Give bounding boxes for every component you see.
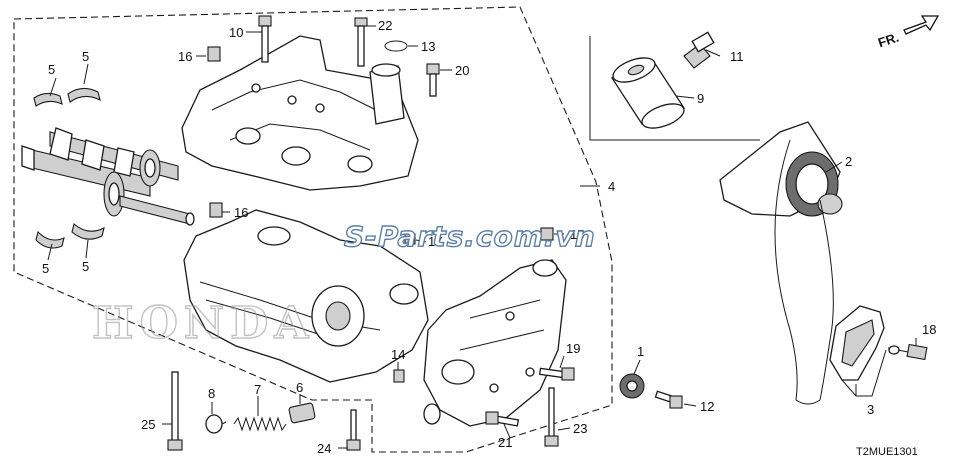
site-watermark: S-Parts.com.vn bbox=[344, 220, 596, 253]
callout-5-c: 5 bbox=[42, 261, 49, 276]
callout-22: 22 bbox=[378, 18, 392, 33]
callout-15: 15 bbox=[570, 227, 584, 242]
dowel-14 bbox=[393, 369, 405, 383]
assembly-boundary bbox=[13, 6, 613, 453]
relief-spring bbox=[233, 416, 287, 432]
upper-balancer-housing bbox=[181, 35, 419, 191]
callout-24: 24 bbox=[317, 441, 331, 456]
callout-4: 4 bbox=[608, 179, 615, 194]
bolt-21 bbox=[485, 411, 520, 427]
bolt-12 bbox=[654, 390, 683, 409]
bolt-23 bbox=[544, 387, 559, 447]
bolt-24 bbox=[346, 409, 361, 451]
brand-watermark: HONDA bbox=[92, 298, 314, 349]
tensioner-bolt bbox=[887, 343, 928, 361]
lower-balancer-housing bbox=[183, 209, 429, 383]
bearing-shell-upper-left bbox=[33, 87, 101, 107]
oil-filter bbox=[611, 57, 685, 129]
bolt-long-25 bbox=[167, 371, 183, 451]
bolt-10 bbox=[258, 15, 272, 63]
callout-13: 13 bbox=[421, 39, 435, 54]
bolt-20 bbox=[426, 63, 440, 97]
bolt-19 bbox=[538, 367, 575, 381]
callout-6: 6 bbox=[296, 380, 303, 395]
callout-5-a: 5 bbox=[82, 49, 89, 64]
balancer-shafts bbox=[21, 127, 195, 226]
callout-23: 23 bbox=[573, 421, 587, 436]
callout-9: 9 bbox=[697, 91, 704, 106]
callout-17: 17 bbox=[428, 234, 442, 249]
chain-tensioner bbox=[829, 305, 885, 381]
dowel-17 bbox=[404, 233, 416, 245]
callout-1: 1 bbox=[637, 344, 644, 359]
callout-8: 8 bbox=[208, 386, 215, 401]
oil-pump-body bbox=[423, 259, 567, 427]
dowel-15 bbox=[540, 227, 554, 241]
bolt-22 bbox=[354, 17, 368, 67]
leader-lines bbox=[47, 25, 917, 449]
callout-20: 20 bbox=[455, 63, 469, 78]
oil-pump-gear bbox=[619, 373, 645, 399]
dowel-16-upper bbox=[207, 46, 221, 62]
diagram-code: T2MUE1301 bbox=[856, 446, 918, 458]
oring-13 bbox=[384, 40, 408, 52]
callout-18: 18 bbox=[922, 322, 936, 337]
front-direction-arrow: FR. bbox=[876, 15, 940, 51]
callout-3: 3 bbox=[867, 402, 874, 417]
front-arrow-icon bbox=[903, 15, 940, 35]
balancer-chain-sprocket bbox=[719, 121, 843, 405]
callout-16-upper: 16 bbox=[178, 49, 192, 64]
relief-valve-parts bbox=[205, 402, 316, 434]
callout-7: 7 bbox=[254, 382, 261, 397]
callout-19: 19 bbox=[566, 341, 580, 356]
callout-10: 10 bbox=[229, 25, 243, 40]
oil-filter-bracket bbox=[589, 36, 760, 141]
callout-21: 21 bbox=[498, 435, 512, 450]
orientation-label: FR. bbox=[876, 30, 901, 51]
callout-12: 12 bbox=[700, 399, 714, 414]
oil-filter-fitting bbox=[683, 31, 715, 69]
callout-25: 25 bbox=[141, 417, 155, 432]
dowel-16-lower bbox=[209, 202, 223, 218]
callout-5-b: 5 bbox=[48, 62, 55, 77]
callout-11: 11 bbox=[730, 49, 744, 64]
callout-16-lower: 16 bbox=[234, 205, 248, 220]
bearing-shell-lower-left bbox=[35, 223, 105, 249]
callout-14: 14 bbox=[391, 347, 405, 362]
callout-2: 2 bbox=[845, 154, 852, 169]
callout-5-d: 5 bbox=[82, 259, 89, 274]
